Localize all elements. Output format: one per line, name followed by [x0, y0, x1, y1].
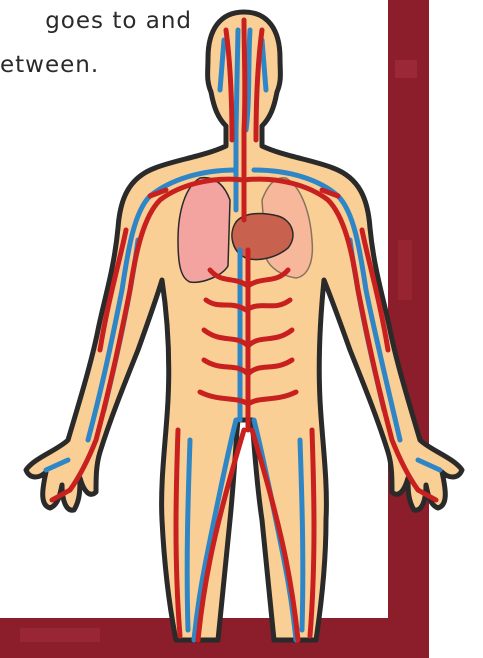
circulatory-system-diagram: [0, 0, 483, 658]
